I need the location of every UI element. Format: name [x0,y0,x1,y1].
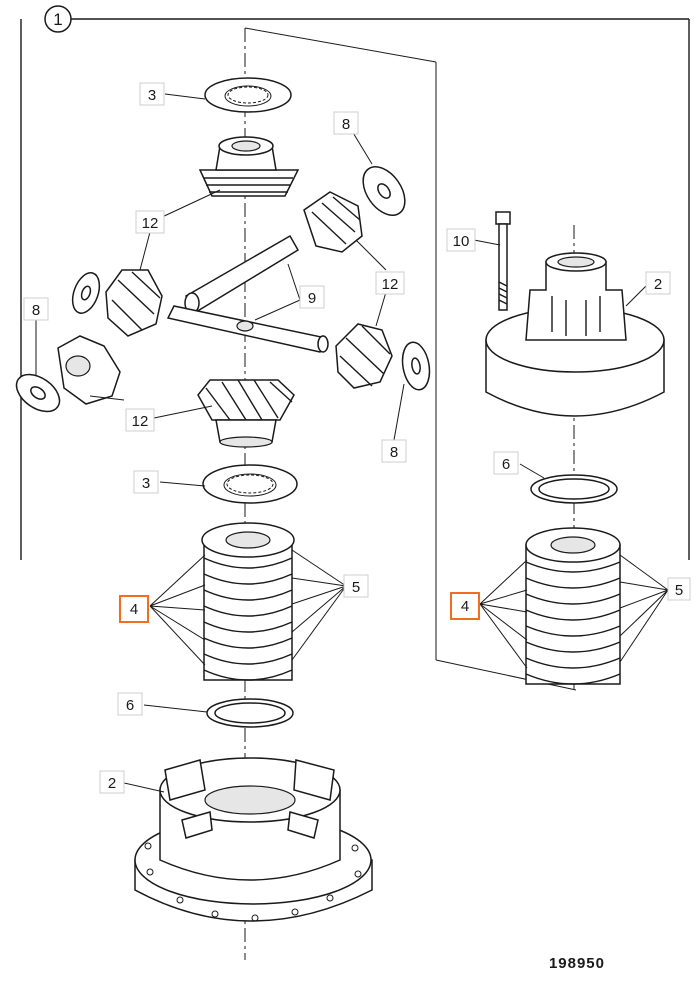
label-5-left: 5 [343,574,369,598]
figure-number: 1 [53,10,62,29]
label-6-left: 6 [117,692,143,716]
svg-text:2: 2 [654,276,662,293]
pinion-washer-right-bottom [401,341,431,391]
label-4-right: 4 [450,592,480,620]
svg-text:4: 4 [461,598,469,615]
pinion-washer-right-top [362,166,406,216]
figure-number-badge: 1 [44,5,72,33]
label-10: 10 [446,228,476,252]
svg-text:3: 3 [148,87,156,104]
label-12-mid: 12 [375,271,405,295]
cross-shaft [166,234,329,353]
pinion-gear-upper-right [303,191,363,253]
label-4-left: 4 [119,595,149,623]
drawing-code: 198950 [549,955,605,972]
label-8-right: 8 [381,439,407,463]
svg-text:10: 10 [453,233,470,250]
label-12-top: 12 [135,210,165,234]
label-2-bottom: 2 [99,770,125,794]
pinion-gear-lower-right [335,323,393,389]
label-3-top: 3 [139,82,165,106]
thrust-washer-top [204,77,292,113]
pinion-gear-upper-left [105,269,163,337]
label-5-right: 5 [667,577,691,601]
bolt [495,211,511,311]
label-3-mid: 3 [133,470,159,494]
svg-text:8: 8 [342,116,350,133]
svg-text:6: 6 [126,697,134,714]
differential-housing-bottom [134,757,373,922]
pinion-gear-lower-left [57,335,121,405]
thrust-washer-bottom [202,464,298,504]
svg-text:4: 4 [130,601,138,618]
differential-housing-right [485,252,665,417]
label-9: 9 [299,285,325,309]
svg-text:8: 8 [390,444,398,461]
seal-ring-right [530,474,618,504]
pinion-washer-left-top [71,272,101,314]
leader-lines [35,93,669,793]
label-8-left: 8 [23,297,49,321]
seal-ring-left [206,698,294,728]
svg-text:2: 2 [108,775,116,792]
assembly-boundary [244,27,577,691]
label-8-top: 8 [333,111,359,135]
clutch-pack-left [201,522,295,681]
svg-text:8: 8 [32,302,40,319]
svg-text:12: 12 [142,215,159,232]
clutch-pack-right [525,527,621,685]
svg-text:5: 5 [675,582,683,599]
svg-text:9: 9 [308,290,316,307]
label-2-right: 2 [645,271,671,295]
svg-text:5: 5 [352,579,360,596]
svg-text:6: 6 [502,456,510,473]
side-gear-top [198,136,300,197]
diagram-frame [20,18,690,560]
svg-text:12: 12 [382,276,399,293]
svg-text:3: 3 [142,475,150,492]
svg-text:12: 12 [132,413,149,430]
label-12-left: 12 [125,408,155,432]
pinion-washer-left-bottom [15,373,61,413]
label-6-right: 6 [493,451,519,475]
side-gear-bottom [197,379,295,448]
